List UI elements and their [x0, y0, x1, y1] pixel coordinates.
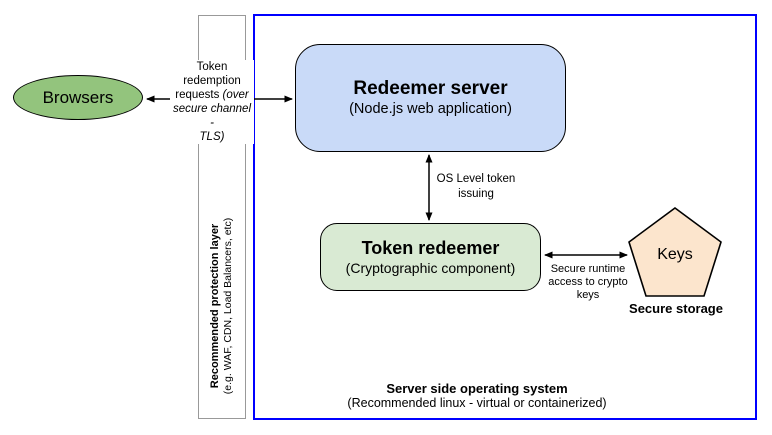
token-redeemer-node: Token redeemer (Cryptographic component) [320, 223, 541, 291]
edge-label-line: Secure runtime [550, 263, 626, 275]
edge-label-line: Token [196, 61, 228, 73]
server-os-boundary [253, 14, 757, 420]
server-os-title: Server side operating system [386, 381, 568, 396]
server-os-caption: Server side operating system (Recommende… [280, 381, 674, 411]
edge-label-line: secure channel - [173, 103, 251, 129]
edge-label-line: access to crypto [548, 275, 628, 288]
edge-label-line: redemption [183, 75, 241, 87]
keys-label: Keys [657, 246, 693, 263]
protection-layer-subtitle: (e.g. WAF, CDN, Load Balancers, etc) [222, 217, 234, 395]
secure-storage-caption: Secure storage [629, 301, 723, 316]
edge-label-line: OS Level token [436, 173, 516, 185]
protection-layer-title: Recommended protection layer [209, 223, 221, 389]
edge-label-token-redemption: Token redemption requests (over secure c… [170, 60, 254, 144]
edge-label-secure-runtime: Secure runtime access to crypto keys [546, 263, 630, 302]
edge-label-line: keys [576, 288, 600, 301]
redeemer-server-subtitle: (Node.js web application) [349, 101, 512, 117]
token-redeemer-title: Token redeemer [361, 237, 500, 258]
redeemer-server-title: Redeemer server [353, 78, 508, 99]
edge-label-line: issuing [458, 187, 494, 200]
edge-label-line: requests (over [175, 89, 249, 101]
edge-label-line: TLS) [199, 131, 225, 143]
browsers-node: Browsers [13, 75, 143, 120]
edge-label-os-issuing: OS Level token issuing [430, 172, 522, 201]
redeemer-server-node: Redeemer server (Node.js web application… [295, 44, 566, 152]
browsers-label: Browsers [42, 87, 114, 107]
protection-layer-caption: Recommended protection layer (e.g. WAF, … [209, 201, 235, 411]
server-os-subtitle: (Recommended linux - virtual or containe… [347, 396, 607, 410]
token-redeemer-subtitle: (Cryptographic component) [345, 259, 516, 276]
